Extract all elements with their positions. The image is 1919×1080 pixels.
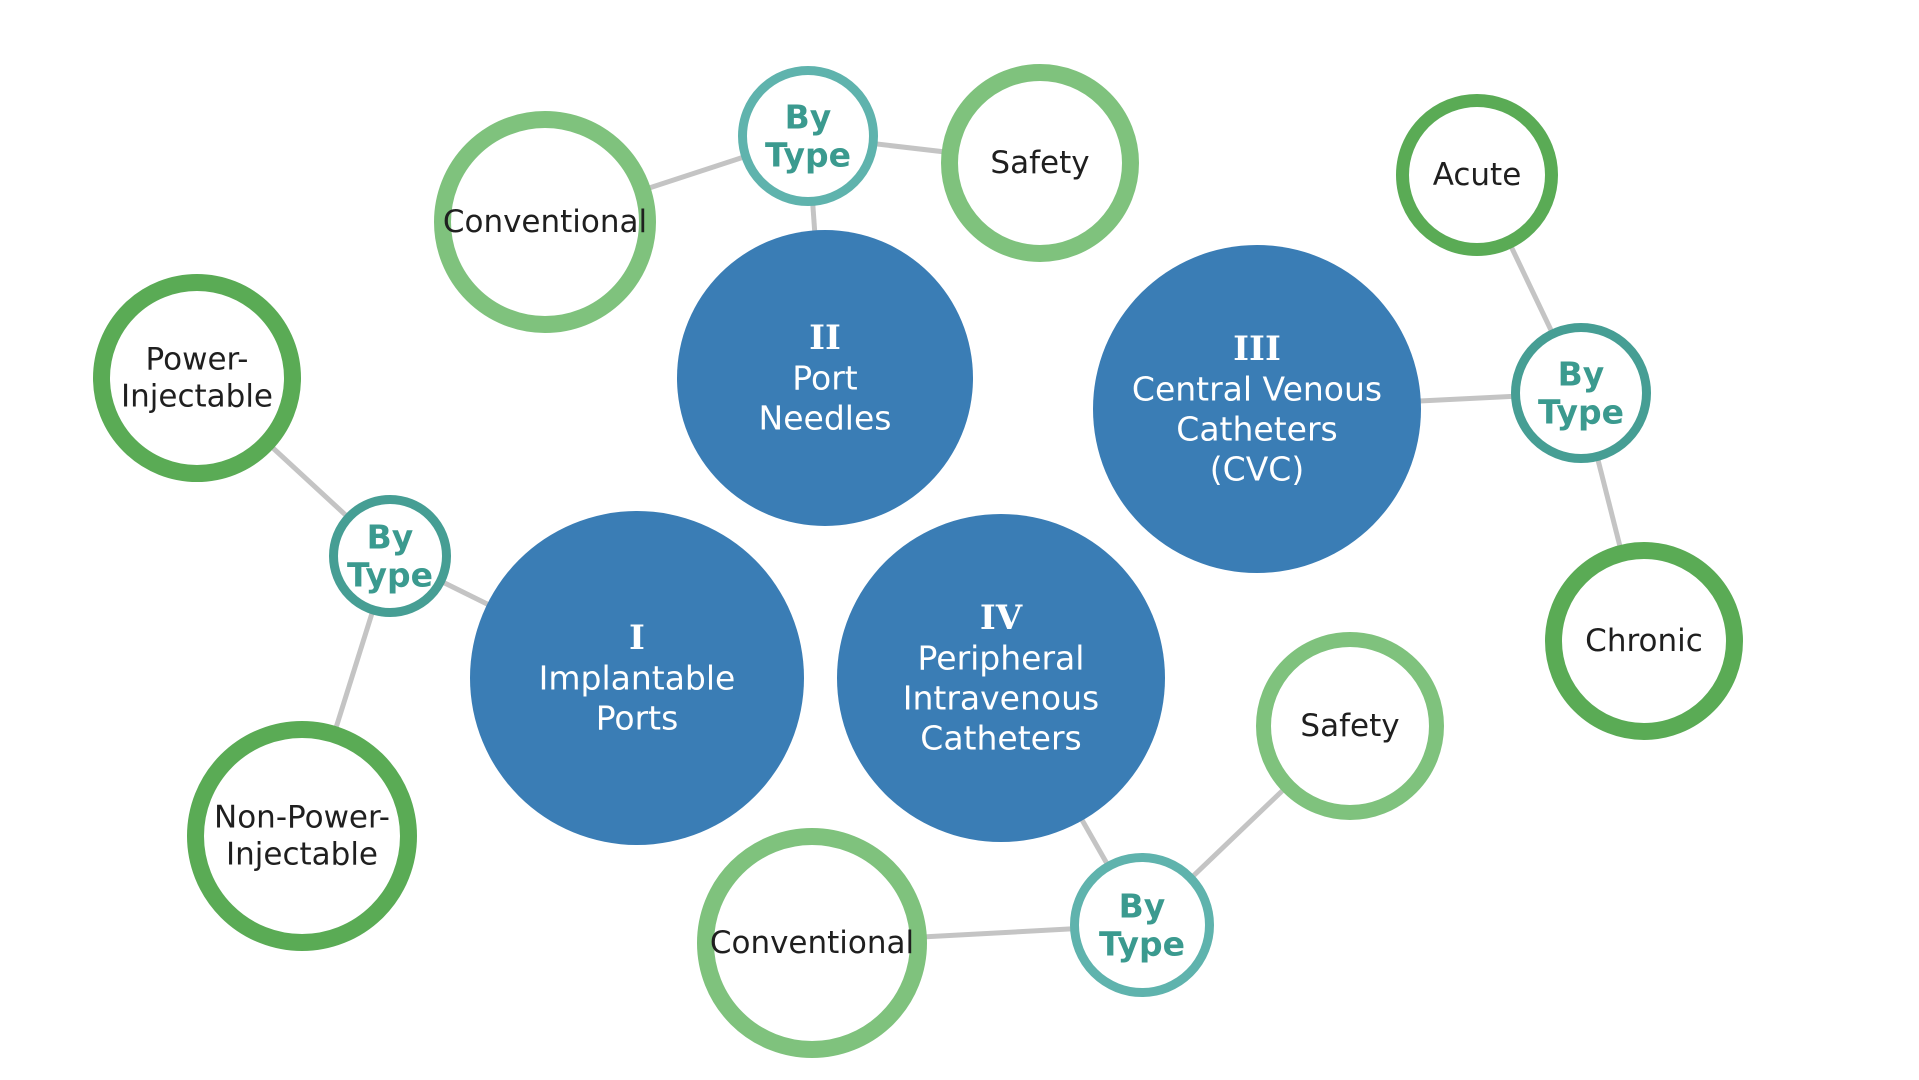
leaf-node-leaf2b[interactable]: Safety (941, 64, 1139, 262)
leaf-label-line-1: Conventional (443, 204, 647, 240)
hub-ring (738, 66, 878, 206)
category-circle (677, 230, 973, 526)
hub-ring (329, 495, 451, 617)
leaf-node-leaf2a[interactable]: Conventional (434, 111, 656, 333)
category-label-line-2: Ports (596, 699, 679, 738)
hub-label-line-2: Type (1099, 925, 1185, 964)
category-label-line-2: Catheters (1176, 410, 1337, 449)
leaf-node-leaf1a[interactable]: Power-Injectable (93, 274, 301, 482)
leaf-ring (187, 721, 417, 951)
leaf-ring (697, 828, 927, 1058)
category-label-line-2: Intravenous (903, 679, 1099, 718)
category-circle (470, 511, 804, 845)
leaf-label-line-1: Safety (1300, 708, 1399, 744)
category-label-line-2: Needles (759, 399, 892, 438)
leaf-ring (434, 111, 656, 333)
hub-label-line-1: By (785, 98, 832, 137)
category-numeral: I (629, 618, 645, 658)
category-label-line-1: Port (792, 359, 857, 398)
hub-label-line-2: Type (1538, 393, 1624, 432)
hub-label-line-2: Type (347, 556, 433, 595)
hub-label-line-1: By (367, 518, 414, 557)
leaf-ring (941, 64, 1139, 262)
leaf-label-line-2: Injectable (121, 379, 273, 415)
diagram-nodes: IImplantablePortsIIPortNeedlesIIICentral… (93, 64, 1743, 1058)
hub-label-line-1: By (1558, 355, 1605, 394)
leaf-label-line-1: Non-Power- (214, 800, 390, 836)
leaf-ring (93, 274, 301, 482)
category-numeral: II (809, 318, 841, 358)
category-label-line-3: Catheters (920, 719, 1081, 758)
category-label-line-3: (CVC) (1210, 450, 1304, 489)
leaf-node-leaf4a[interactable]: Safety (1256, 632, 1444, 820)
leaf-node-leaf1b[interactable]: Non-Power-Injectable (187, 721, 417, 951)
leaf-label-line-1: Chronic (1585, 623, 1703, 659)
category-label-line-1: Central Venous (1132, 370, 1382, 409)
hub-ring (1511, 323, 1651, 463)
category-label-line-1: Implantable (539, 659, 736, 698)
leaf-label-line-1: Acute (1433, 157, 1522, 193)
leaf-ring (1545, 542, 1743, 740)
leaf-node-leaf4b[interactable]: Conventional (697, 828, 927, 1058)
category-circle (1093, 245, 1421, 573)
hub-label-line-1: By (1119, 887, 1166, 926)
leaf-node-leaf3a[interactable]: Acute (1396, 94, 1558, 256)
category-label-line-1: Peripheral (918, 639, 1085, 678)
leaf-label-line-1: Conventional (710, 925, 914, 961)
category-numeral: IV (980, 598, 1023, 638)
hub-ring (1070, 853, 1214, 997)
leaf-label-line-1: Power- (146, 342, 249, 378)
category-numeral: III (1233, 329, 1281, 369)
leaf-node-leaf3b[interactable]: Chronic (1545, 542, 1743, 740)
category-circle (837, 514, 1165, 842)
leaf-label-line-2: Injectable (226, 837, 378, 873)
leaf-label-line-1: Safety (990, 145, 1089, 181)
leaf-ring (1396, 94, 1558, 256)
leaf-ring (1256, 632, 1444, 820)
hub-label-line-2: Type (765, 136, 851, 175)
